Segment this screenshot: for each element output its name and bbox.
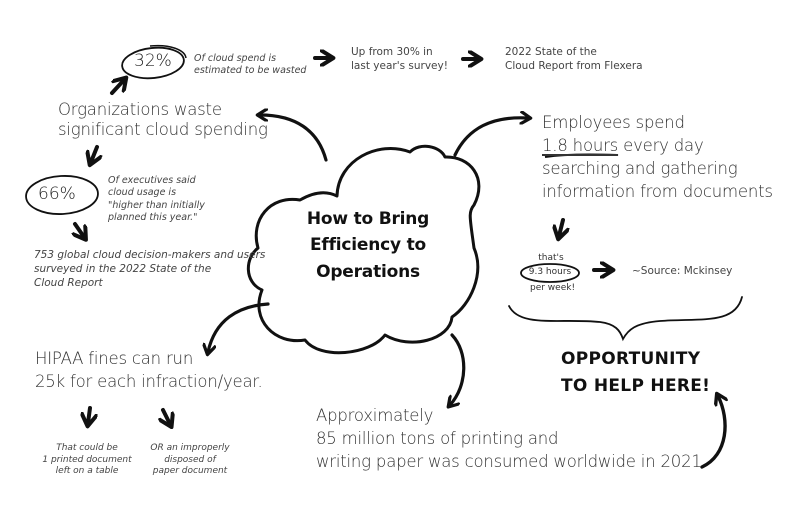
paper-consumption-note: Approximately 85 million tons of printin… [316, 404, 702, 473]
stat-66-ellipse [25, 175, 99, 215]
example-line: disposed of [164, 454, 216, 465]
headline-line: significant cloud spending [58, 120, 268, 140]
employees-line: searching and gathering [542, 159, 738, 179]
example-line: OR an improperly [150, 443, 230, 453]
arrow-cloud-to-waste [260, 115, 328, 162]
trend-line: Up from 30% in [351, 46, 433, 58]
arrow-cloud-to-paper [450, 333, 466, 405]
survey-line: 753 global cloud decision-makers and use… [34, 249, 266, 261]
paper-line: 85 million tons of printing and [316, 429, 559, 449]
opportunity-line: OPPORTUNITY [561, 349, 701, 369]
trend-note: Up from 30% in last year's survey! [351, 45, 448, 73]
survey-note: 753 global cloud decision-makers and use… [34, 248, 265, 291]
stat-32-caption: Of cloud spend is estimated to be wasted [194, 53, 306, 78]
title-line-1: How to Bring [306, 209, 430, 229]
example-line: left on a table [55, 466, 119, 477]
caption-line: estimated to be wasted [194, 65, 307, 77]
arrow-cloud-to-hipaa [208, 302, 270, 352]
survey-line: Cloud Report [34, 277, 103, 290]
title-line-3: Operations [316, 261, 420, 282]
weekly-hours-ellipse [520, 263, 580, 283]
arrow-to-example-right [163, 408, 170, 424]
paper-line: Approximately [316, 406, 434, 425]
caption-line: planned this year." [108, 212, 198, 224]
central-topic-title: How to Bring Efficiency to Operations [300, 206, 436, 285]
arrow-to-32 [110, 80, 124, 95]
opportunity-line: TO HELP HERE! [561, 376, 711, 397]
employees-line-rest: every day [618, 136, 704, 156]
hipaa-line: 25k for each infraction/year. [35, 372, 263, 392]
title-line-2: Efficiency to [309, 235, 427, 256]
curly-brace [508, 296, 743, 342]
stat-32-value: 32% [134, 51, 172, 71]
stat-66-value: 66% [38, 184, 76, 204]
weekly-prefix: that's [538, 253, 564, 263]
hipaa-example-right: OR an improperly disposed of paper docum… [140, 443, 240, 478]
example-line: 1 printed document [42, 454, 132, 465]
caption-line: "higher than initially [108, 199, 205, 211]
caption-line: Of executives said [108, 175, 196, 186]
example-line: That could be [56, 443, 118, 453]
arrow-to-example-left [88, 406, 90, 423]
hours-highlight: 1.8 hours [542, 136, 619, 156]
employees-headline: Employees spend 1.8 hours every day sear… [542, 111, 773, 203]
source-line: Cloud Report from Flexera [505, 60, 643, 73]
central-cloud-shape [246, 144, 481, 355]
arrow-to-survey [75, 222, 84, 237]
example-line: paper document [152, 466, 228, 477]
headline-line: Organizations waste [58, 100, 222, 119]
arrow-paper-to-opportunity [700, 396, 725, 469]
employees-line: information from documents [542, 182, 773, 202]
employees-line: Employees spend [542, 113, 685, 132]
source-line: 2022 State of the [505, 46, 597, 58]
caption-line: cloud usage is [108, 187, 177, 199]
caption-line: Of cloud spend is [194, 53, 277, 64]
hipaa-headline: HIPAA fines can run 25k for each infract… [35, 347, 263, 393]
stat-32-ellipse [121, 46, 185, 80]
stat-66-caption: Of executives said cloud usage is "highe… [108, 175, 205, 224]
opportunity-callout: OPPORTUNITY TO HELP HERE! [561, 346, 710, 400]
arrow-to-weekly [559, 218, 563, 236]
trend-line: last year's survey! [351, 60, 448, 73]
arrow-cloud-to-employees [453, 118, 528, 157]
hipaa-line: HIPAA fines can run [35, 349, 194, 368]
flexera-source: 2022 State of the Cloud Report from Flex… [505, 45, 643, 73]
employees-line: 1.8 hours every day [542, 134, 773, 157]
weekly-suffix: per week! [530, 283, 576, 293]
hipaa-example-left: That could be 1 printed document left on… [32, 443, 142, 478]
arrow-to-66 [91, 145, 97, 162]
cloud-waste-headline: Organizations waste significant cloud sp… [58, 100, 268, 140]
paper-line: writing paper was consumed worldwide in … [316, 452, 702, 472]
weekly-value: 9.3 hours [528, 267, 572, 277]
survey-line: surveyed in the 2022 State of the [34, 263, 212, 276]
mckinsey-source: ~Source: Mckinsey [632, 265, 733, 277]
